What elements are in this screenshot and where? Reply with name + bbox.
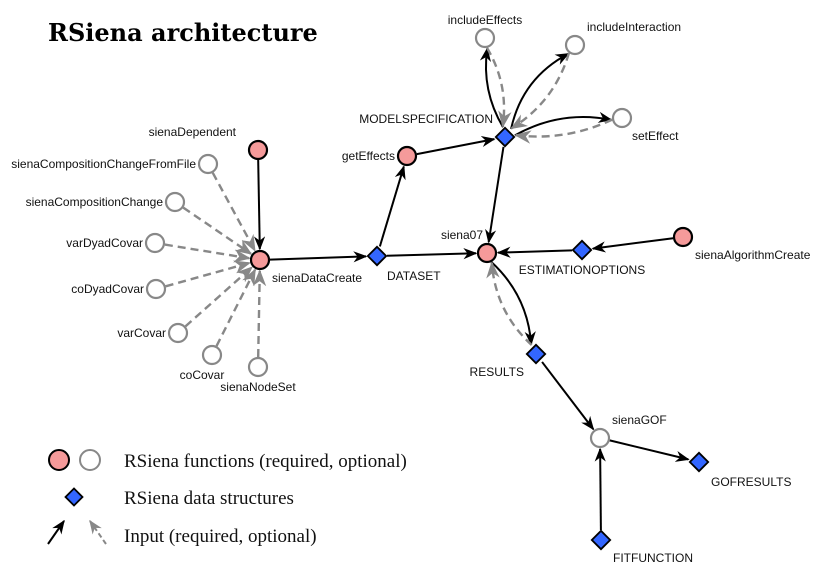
edge-sienaAlgorithmCreate-to-ESTIMATIONOPTIONS [591,237,674,253]
function-node-sienaNodeSet [247,356,269,378]
function-node-sienaCompositionChange [164,191,186,213]
node-label-setEffect: setEffect [632,129,679,143]
function-node-includeEffects [474,27,496,49]
node-label-sienaDataCreate: sienaDataCreate [272,271,362,285]
data-node-ESTIMATIONOPTIONS [571,239,593,261]
legend-functions-label: RSiena functions (required, optional) [124,451,407,472]
edge-includeInteraction-to-MODELSPECIFICATION [510,52,571,130]
edge-sienaGOF-to-GOFRESULTS [609,439,690,462]
node-label-MODELSPECIFICATION: MODELSPECIFICATION [359,112,493,126]
node-label-ESTIMATIONOPTIONS: ESTIMATIONOPTIONS [519,263,645,277]
node-label-includeInteraction: includeInteraction [587,20,681,34]
data-node-FITFUNCTION [590,529,612,551]
edge-getEffects-to-MODELSPECIFICATION [416,135,496,156]
function-node-siena07 [476,242,498,264]
function-node-coCovar [201,344,223,366]
node-label-sienaGOF: sienaGOF [612,413,667,427]
edge-sienaCompositionChange-to-sienaDataCreate [182,206,253,255]
edge-RESULTS-to-sienaGOF [541,361,595,431]
edge-varCovar-to-sienaDataCreate [184,266,254,328]
function-node-sienaDependent [247,139,269,161]
edge-FITFUNCTION-to-sienaGOF [594,447,606,531]
data-node-MODELSPECIFICATION [494,126,516,148]
legend-data-structure-icon [64,487,84,507]
node-label-sienaAlgorithmCreate: sienaAlgorithmCreate [695,248,811,262]
function-node-sienaDataCreate [249,249,271,271]
data-node-GOFRESULTS [688,451,710,473]
node-label-sienaCompositionChangeFromFile: sienaCompositionChangeFromFile [11,157,196,171]
edges-layer [164,47,690,531]
edge-MODELSPECIFICATION-to-includeInteraction [510,52,570,130]
nodes-layer [144,27,710,551]
function-node-includeInteraction [564,34,586,56]
edge-coCovar-to-sienaDataCreate [215,268,257,347]
legend-data-structures-label: RSiena data structures [124,488,294,509]
function-node-varCovar [167,322,189,344]
node-label-getEffects: getEffects [342,149,395,163]
edge-MODELSPECIFICATION-to-siena07 [485,146,505,244]
node-label-coDyadCovar: coDyadCovar [71,282,144,296]
edge-DATASET-to-getEffects [378,165,406,247]
legend-required-input-arrow-icon [47,519,65,545]
edge-sienaDependent-to-sienaDataCreate [253,159,266,251]
node-label-GOFRESULTS: GOFRESULTS [711,475,791,489]
node-label-FITFUNCTION: FITFUNCTION [613,551,693,565]
edge-ESTIMATIONOPTIONS-to-siena07 [496,246,573,258]
edge-sienaDataCreate-to-DATASET [269,251,368,263]
edge-RESULTS-to-siena07 [486,261,533,346]
function-node-coDyadCovar [145,278,167,300]
function-node-varDyadCovar [144,232,166,254]
labels-layer: sienaDependent sienaCompositionChangeFrom… [11,13,810,565]
legend-input-label: Input (required, optional) [124,526,317,547]
function-node-sienaCompositionChangeFromFile [197,153,219,175]
function-node-setEffect [611,107,633,129]
node-label-siena07: siena07 [441,228,483,242]
node-label-RESULTS: RESULTS [470,365,524,379]
edge-coDyadCovar-to-sienaDataCreate [165,260,252,288]
function-node-getEffects [396,145,418,167]
node-label-varCovar: varCovar [117,326,166,340]
function-node-sienaGOF [589,427,611,449]
edge-sienaCompositionChangeFromFile-to-sienaDataCreate [211,172,256,252]
legend: RSiena functions (required, optional) RS… [47,449,407,547]
node-label-sienaCompositionChange: sienaCompositionChange [26,195,164,209]
edge-includeEffects-to-MODELSPECIFICATION [485,47,512,128]
legend-optional-function-icon [79,449,101,471]
edge-sienaNodeSet-to-sienaDataCreate [252,269,267,358]
data-node-DATASET [366,245,388,267]
function-node-sienaAlgorithmCreate [672,226,694,248]
node-label-coCovar: coCovar [180,368,225,382]
edge-DATASET-to-siena07 [386,248,478,260]
diagram-title: RSiena architecture [48,18,318,47]
node-label-sienaDependent: sienaDependent [149,125,237,139]
node-label-DATASET: DATASET [387,269,441,283]
legend-optional-input-arrow-icon [89,519,107,545]
data-node-RESULTS [525,343,547,365]
edge-varDyadCovar-to-sienaDataCreate [164,243,251,263]
node-label-varDyadCovar: varDyadCovar [66,236,143,250]
node-label-sienaNodeSet: sienaNodeSet [220,380,296,394]
legend-required-function-icon [48,449,70,471]
node-label-includeEffects: includeEffects [448,13,523,27]
